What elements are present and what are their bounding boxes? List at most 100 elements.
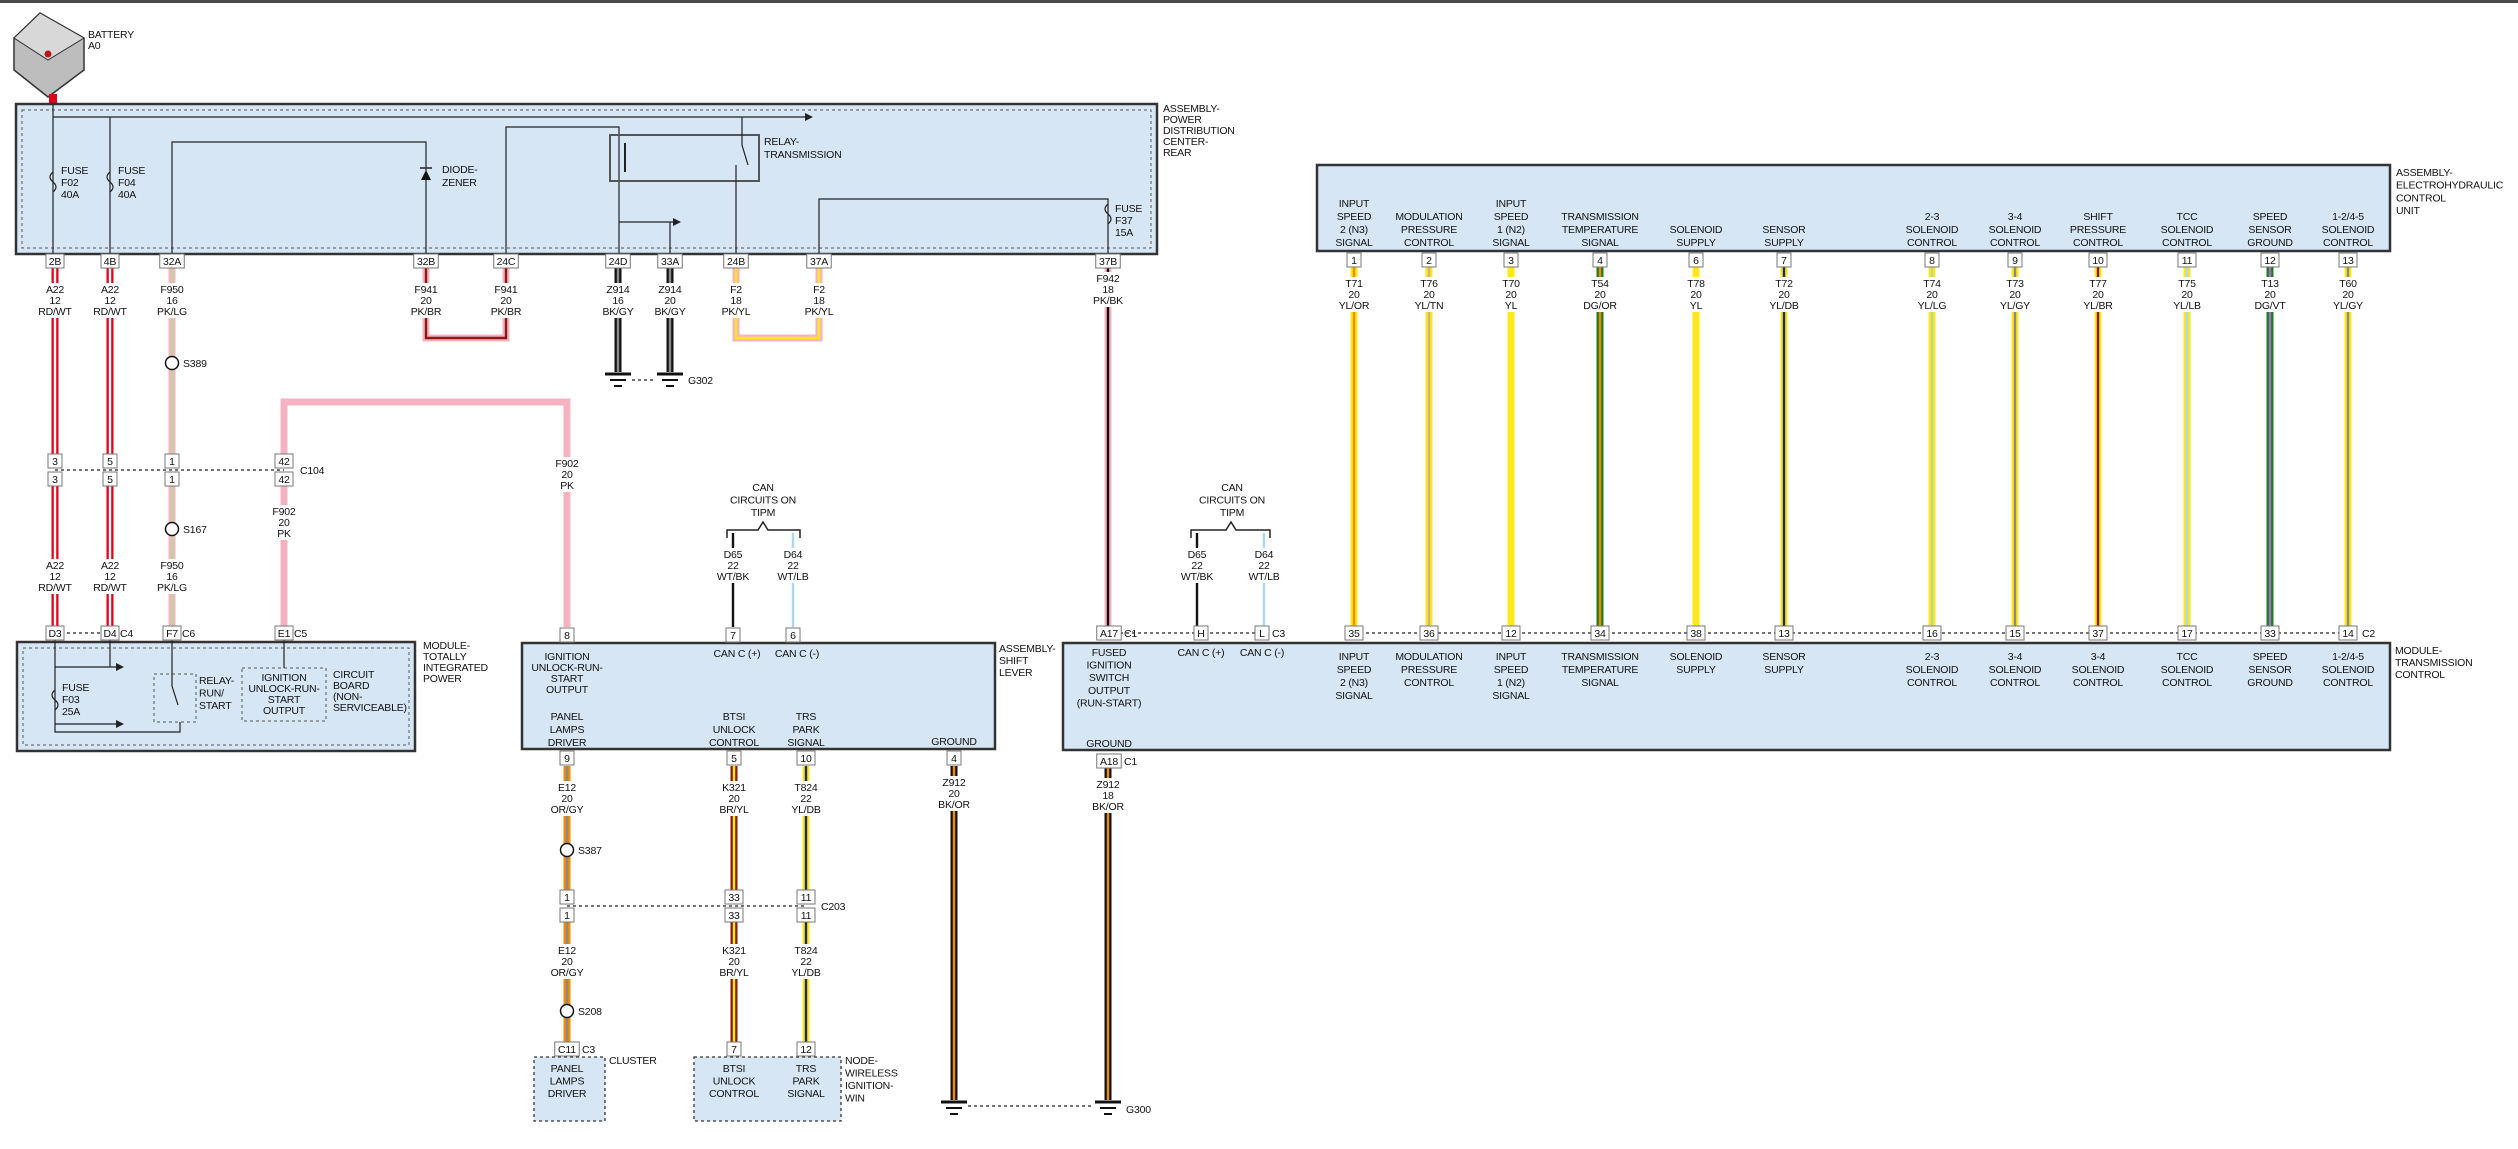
wire-color-label: OR/GY: [551, 967, 584, 979]
tipm-pin: [100, 625, 120, 641]
ehcu-label: ASSEMBLY-: [2396, 167, 2453, 179]
tipm-arrow-head: [116, 720, 124, 728]
wire-circuit-label: T73: [2006, 278, 2024, 290]
ehcu-function-label: TEMPERATURE: [1562, 224, 1639, 236]
wire-circuit-label: T74: [1923, 278, 1941, 290]
btsi-label: BTSI: [723, 711, 746, 723]
fuse-icon: [106, 171, 114, 193]
tcm-c2-pin: [1686, 625, 1706, 641]
ehcu-function-label: SPEED: [1337, 211, 1372, 223]
tcm-function-label: 2-3: [1925, 651, 1940, 663]
c104-pin-label: 42: [278, 474, 290, 486]
shift-lever-pin: [796, 750, 816, 766]
wire-color-label: PK/YL: [722, 306, 751, 318]
c203-pin-label: 33: [728, 892, 740, 904]
wire-label-background: [644, 283, 696, 318]
wire-gauge-label: 20: [1690, 289, 1702, 301]
ehcu-function-label: GROUND: [2247, 237, 2293, 249]
wire-color-label: YL/DB: [791, 804, 821, 816]
circuit-board-label: SERVICEABLE): [333, 702, 407, 714]
fuse-icon: [49, 171, 57, 193]
transmission-control-module: [1061, 641, 2392, 752]
ehcu-pin: [1776, 252, 1792, 268]
wireless-node-label: NODE-: [845, 1055, 879, 1067]
wire-label-background: [1485, 277, 1537, 312]
c203-pin: [796, 907, 816, 923]
can-note-label: TIPM: [1220, 507, 1244, 519]
pdc-pin-label: 2B: [49, 256, 62, 268]
wire-gauge-label: 20: [561, 956, 573, 968]
tipm-pin: [45, 625, 65, 641]
wire-circuit-label: A22: [101, 560, 119, 572]
wire-circuit-label: F902: [555, 458, 578, 470]
tcm-function-label: GROUND: [2247, 677, 2293, 689]
tcm-pin-label: A18: [1100, 756, 1118, 768]
ehcu-pin-label: 10: [2092, 255, 2104, 267]
pdc-pin-label: 24C: [497, 256, 516, 268]
wire-gauge-label: 20: [2264, 289, 2276, 301]
wireless-node-pin-label: 7: [731, 1044, 737, 1056]
wire-circuit-label: F941: [414, 284, 437, 296]
tipm-label: INTEGRATED: [423, 662, 489, 674]
wire-circuit-label: A22: [101, 284, 119, 296]
pdc-internal-line: [171, 141, 427, 254]
fuse-icon: [51, 689, 59, 711]
wire-circuit-label: T78: [1687, 278, 1705, 290]
ehcu-function-label: 1-2/4-5: [2332, 211, 2364, 223]
wire-label-background: [541, 781, 593, 816]
ehcu-function-label: MODULATION: [1395, 211, 1462, 223]
tcm-function-label: 2 (N3): [1340, 677, 1368, 689]
relay-run-start-label: RUN/: [199, 688, 224, 700]
wire-label-background: [767, 548, 819, 583]
tcm-function-label: 1 (N2): [1497, 677, 1525, 689]
btsi-label: BTSI: [723, 1063, 746, 1075]
tcm-function-label: SOLENOID: [1989, 664, 2042, 676]
wire-label-background: [2072, 277, 2124, 312]
tcm-function-label: TRANSMISSION: [1561, 651, 1639, 663]
wire-label-background: [780, 944, 832, 979]
ehcu-function-label: 2 (N3): [1340, 224, 1368, 236]
wire-label-background: [541, 944, 593, 979]
wire-label-background: [592, 283, 644, 318]
c203-pin-label: 1: [564, 892, 570, 904]
wire-circuit-label: T60: [2339, 278, 2357, 290]
zener-diode-icon: [421, 170, 431, 180]
connector-label: C2: [2362, 628, 2375, 640]
ehcu-function-label: SOLENOID: [2322, 224, 2375, 236]
battery-label: BATTERY: [88, 29, 134, 41]
wire-label-background: [1758, 277, 1810, 312]
ehcu-function-label: CONTROL: [1990, 237, 2040, 249]
wire-gauge-label: 20: [1926, 289, 1938, 301]
wire-color-label: WT/BK: [717, 571, 749, 583]
tcm-function-label: 1-2/4-5: [2332, 651, 2364, 663]
board-output-label: IGNITION: [261, 672, 306, 684]
ehcu-pin-label: 3: [1508, 255, 1514, 267]
tipm-label: TOTALLY: [423, 651, 467, 663]
tcm-c2-pin: [2177, 625, 2197, 641]
wire-circuit-label: D64: [1255, 549, 1274, 561]
wire-label-background: [1403, 277, 1455, 312]
ehcu-pin: [2177, 252, 2197, 268]
c203-pin-label: 1: [564, 910, 570, 922]
wire-f902: [280, 398, 571, 627]
cluster-pin: [554, 1041, 580, 1057]
pdc-pin-label: 24B: [727, 256, 745, 268]
can-plus-label: CAN C (+): [714, 648, 761, 660]
pdc-pin-label: 32B: [417, 256, 435, 268]
wire-color-label: RD/WT: [38, 582, 72, 594]
tcm-function-label: SPEED: [2253, 651, 2288, 663]
pdc-label: ASSEMBLY-: [1163, 103, 1220, 115]
ehcu-pin-label: 11: [2182, 255, 2193, 267]
pdc-pin-label: 24D: [609, 256, 628, 268]
wire-circuit-label: Z914: [658, 284, 681, 296]
fuse-f04-label: FUSE: [118, 165, 145, 177]
shift-lever-pin: [725, 627, 741, 643]
tcm-function-label: SOLENOID: [2161, 664, 2214, 676]
can-note-label: CIRCUITS ON: [1199, 495, 1265, 507]
relay-run-start-switch: [171, 640, 179, 706]
fused-ignition-label: IGNITION: [1086, 660, 1131, 672]
btsi-label: UNLOCK: [713, 1076, 756, 1088]
c104-pin-label: 5: [107, 456, 113, 468]
ignition-output-label: START: [551, 673, 584, 685]
tipm-internal-line: [54, 640, 181, 733]
